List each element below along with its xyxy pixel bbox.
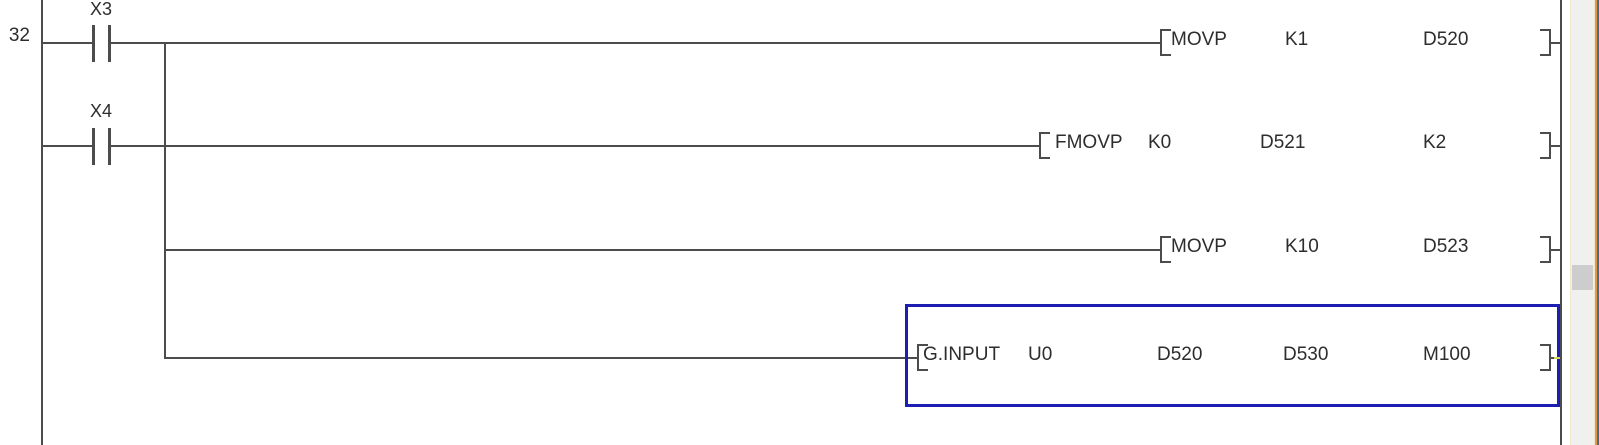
instruction-operand: D521 xyxy=(1260,132,1306,153)
contact-label: X4 xyxy=(89,101,113,121)
rung-wire xyxy=(1551,249,1560,251)
close-bracket xyxy=(1540,29,1551,56)
close-bracket xyxy=(1540,132,1551,159)
window-edge-stripe-blue xyxy=(1597,0,1599,445)
instruction-operand: D530 xyxy=(1283,344,1329,365)
open-bracket xyxy=(1160,236,1171,263)
instruction-operand: K2 xyxy=(1423,132,1447,153)
rung-wire xyxy=(1551,42,1560,44)
close-bracket xyxy=(1540,236,1551,263)
contact-label: X3 xyxy=(89,0,113,19)
right-power-rail xyxy=(1560,0,1562,445)
rung-wire xyxy=(43,145,92,147)
instruction-operand: K1 xyxy=(1285,29,1309,50)
window-edge-stripe-cream xyxy=(1594,0,1595,445)
open-bracket xyxy=(1039,132,1050,159)
instruction-mnemonic: MOVP xyxy=(1171,29,1227,50)
instruction-operand: D520 xyxy=(1423,29,1469,50)
instruction-mnemonic: MOVP xyxy=(1171,236,1227,257)
open-bracket xyxy=(1160,29,1171,56)
scrollbar-thumb[interactable] xyxy=(1572,265,1593,290)
rung-wire xyxy=(1551,145,1560,147)
instruction-operand: D520 xyxy=(1157,344,1203,365)
instruction-operand: K10 xyxy=(1285,236,1319,257)
contact-bar xyxy=(92,128,95,165)
instruction-operand: M100 xyxy=(1423,344,1471,365)
rung-wire xyxy=(111,145,1039,147)
rung-wire xyxy=(165,357,917,359)
instruction-operand: D523 xyxy=(1423,236,1469,257)
contact-bar xyxy=(92,25,95,62)
window-edge-stripe-orange xyxy=(1595,0,1597,445)
scrollbar-track[interactable] xyxy=(1571,0,1594,445)
scrollbar-border xyxy=(1570,0,1571,445)
open-bracket xyxy=(917,344,928,371)
rung-wire xyxy=(165,249,1160,251)
instruction-operand: U0 xyxy=(1028,344,1053,365)
left-power-rail xyxy=(41,0,43,445)
instruction-mnemonic: FMOVP xyxy=(1055,132,1123,153)
close-bracket xyxy=(1540,344,1551,371)
rung-wire xyxy=(111,42,1160,44)
instruction-operand: K0 xyxy=(1148,132,1172,153)
contact-bar xyxy=(108,128,111,165)
wire-crossing-tick xyxy=(1554,357,1560,359)
instruction-mnemonic: G.INPUT xyxy=(923,344,1001,365)
rung-wire xyxy=(43,42,92,44)
rung-step-number: 32 xyxy=(8,25,30,46)
selection-cursor xyxy=(905,304,1560,407)
branch-vertical-wire xyxy=(164,42,166,359)
contact-bar xyxy=(108,25,111,62)
